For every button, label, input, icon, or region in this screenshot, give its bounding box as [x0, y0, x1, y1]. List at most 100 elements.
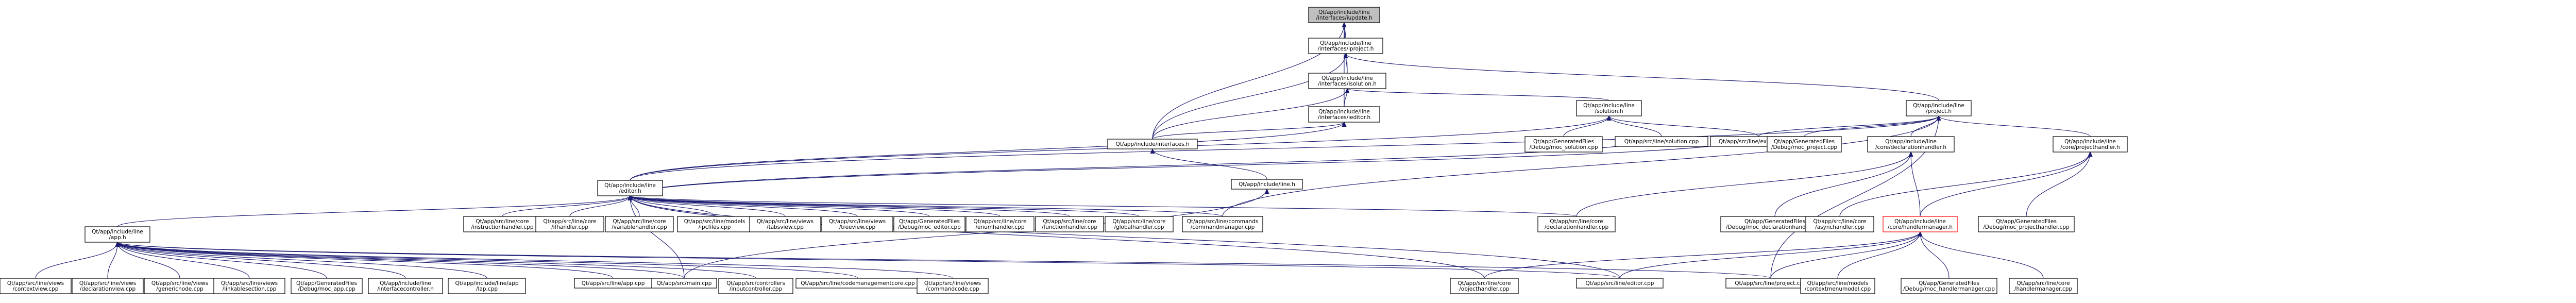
node-label-line: /contextmenumodel.cpp: [1805, 286, 1871, 292]
graph-node-handlermanager-cpp[interactable]: Qt/app/src/line/core/handlermanager.cpp: [2009, 278, 2078, 294]
graph-node-codemanagement[interactable]: Qt/app/src/line/codemanagementcore.cpp: [795, 278, 920, 289]
node-label-line: Qt/app/src/line/core: [1550, 218, 1603, 225]
graph-node-lap-h[interactable]: Qt/app/include/line/app/lap.cpp: [448, 278, 526, 294]
graph-node-cmdmanager[interactable]: Qt/app/src/line/commands/commandmanager.…: [1182, 216, 1263, 232]
graph-node-commandcode[interactable]: Qt/app/src/line/views/commandcode.cpp: [917, 278, 989, 294]
graph-node-app-cpp[interactable]: Qt/app/src/line/app.cpp: [574, 278, 652, 289]
graph-node-tabsview[interactable]: Qt/app/src/line/views/tabsview.cpp: [749, 216, 821, 232]
graph-node-genericnode[interactable]: Qt/app/src/line/views/genericnode.cpp: [144, 278, 216, 294]
graph-node-app-h[interactable]: Qt/app/include/line/app.h: [84, 226, 150, 243]
graph-node-ifacecontroller[interactable]: Qt/app/include/line/interfacecontroller.…: [368, 278, 443, 294]
node-label-line: Qt/app/src/line/solution.cpp: [1624, 139, 1699, 145]
node-label-line: /Debug/moc_app.cpp: [298, 286, 355, 292]
graph-node-editor-cpp[interactable]: Qt/app/src/line/editor.cpp: [1576, 278, 1664, 289]
graph-node-declhandler-cpp[interactable]: Qt/app/src/line/core/declarationhandler.…: [1537, 216, 1616, 232]
node-box: [1576, 100, 1642, 116]
node-label-line: Qt/app/src/line/views: [151, 280, 208, 287]
node-box: [821, 216, 893, 232]
node-box: [144, 278, 216, 294]
graph-node-treeview[interactable]: Qt/app/src/line/views/treeview.cpp: [821, 216, 893, 232]
node-label-line: /interfaces/ieditor.h: [1318, 114, 1370, 121]
graph-node-ipcfiles[interactable]: Qt/app/src/line/models/ipcfiles.cpp: [677, 216, 752, 232]
dependency-edge: [35, 242, 117, 279]
graph-node-structhandler[interactable]: Qt/app/src/line/core/instructionhandler.…: [463, 216, 541, 232]
graph-node-main-cpp[interactable]: Qt/app/src/main.cpp: [651, 278, 717, 289]
node-label-line: /interfaces/isolution.h: [1318, 81, 1377, 87]
dependency-edge: [117, 196, 630, 227]
graph-node-handlermanager-h[interactable]: Qt/app/include/line/core/handlermanager.…: [1883, 216, 1958, 232]
graph-node-project-cpp[interactable]: Qt/app/src/line/project.cpp: [1725, 278, 1816, 289]
dependency-edge: [630, 196, 858, 217]
graph-node-linkablesection[interactable]: Qt/app/src/line/views/linkablesection.cp…: [213, 278, 285, 294]
graph-node-iproject-h[interactable]: Qt/app/include/line/interfaces/iproject.…: [1308, 38, 1383, 54]
edge-layer: [35, 23, 2090, 279]
node-label-line: Qt/app/GeneratedFiles: [296, 280, 357, 287]
dependency-edge: [1920, 232, 2044, 279]
graph-node-contextview[interactable]: Qt/app/src/line/views/contextview.cpp: [0, 278, 72, 294]
graph-node-globalhandler[interactable]: Qt/app/src/line/core/globalhandler.cpp: [1105, 216, 1174, 232]
node-label-line: /variablehandler.cpp: [612, 224, 667, 230]
node-box: [1524, 136, 1603, 153]
dependency-edge: [1484, 232, 1920, 279]
graph-node-line-h[interactable]: Qt/app/include/line.h: [1231, 179, 1303, 190]
dependency-edge: [1222, 116, 1939, 217]
graph-node-editor-h[interactable]: Qt/app/include/line/editor.h: [597, 180, 663, 196]
graph-node-isolution-h[interactable]: Qt/app/include/line/interfaces/isolution…: [1308, 73, 1386, 89]
node-label-line: Qt/app/src/line/core: [543, 218, 596, 225]
dependency-edge: [630, 196, 1223, 217]
node-box: [1450, 278, 1519, 294]
node-box: [1805, 216, 1874, 232]
node-box: [463, 216, 541, 232]
dependency-edge: [1609, 116, 1662, 137]
graph-node-varhandler[interactable]: Qt/app/src/line/core/variablehandler.cpp: [605, 216, 674, 232]
graph-node-iface-h[interactable]: Qt/app/include/line/interfaces/iupdate.h: [1308, 7, 1380, 23]
graph-node-moc-project[interactable]: Qt/app/GeneratedFiles/Debug/moc_project.…: [1767, 136, 1842, 153]
node-box: [1883, 216, 1958, 232]
dependency-edge: [630, 196, 685, 279]
node-label-line: Qt/app/include/line: [1894, 218, 1946, 225]
graph-node-moc-solution[interactable]: Qt/app/GeneratedFiles/Debug/moc_solution…: [1524, 136, 1603, 153]
node-label-line: /Debug/moc_handlermanager.cpp: [1903, 286, 1995, 292]
dependency-edge: [630, 196, 1001, 217]
node-label-line: Qt/app/src/line/core: [1813, 218, 1866, 225]
node-label-line: /contextview.cpp: [13, 286, 59, 292]
node-box: [965, 216, 1035, 232]
graph-node-project-h[interactable]: Qt/app/include/line/project.h: [1906, 100, 1972, 116]
graph-node-declaration-h[interactable]: Qt/app/include/line/core/declarationhand…: [1867, 136, 1955, 153]
graph-node-moc-projecthandler[interactable]: Qt/app/GeneratedFiles/Debug/moc_projecth…: [1978, 216, 2075, 232]
node-box: [597, 180, 663, 196]
graph-node-moc-app[interactable]: Qt/app/GeneratedFiles/Debug/moc_app.cpp: [291, 278, 363, 294]
graph-node-interfaces-h[interactable]: Qt/app/include/interfaces.h: [1107, 139, 1198, 149]
graph-node-ifhandler[interactable]: Qt/app/src/line/core/ifhandler.cpp: [535, 216, 604, 232]
graph-node-solution-cpp[interactable]: Qt/app/src/line/solution.cpp: [1615, 136, 1708, 147]
node-label-line: Qt/app/src/line/core: [476, 218, 529, 225]
graph-node-solution-h[interactable]: Qt/app/include/line/solution.h: [1576, 100, 1642, 116]
node-box: [1576, 278, 1664, 289]
graph-node-declarationview[interactable]: Qt/app/src/line/views/declarationview.cp…: [72, 278, 144, 294]
dependency-edge: [117, 242, 953, 279]
node-label-line: /instructionhandler.cpp: [471, 224, 533, 230]
node-box: [368, 278, 443, 294]
dependency-edge: [630, 122, 1344, 181]
dependency-edge: [630, 136, 1759, 196]
graph-node-moc-handlermanager[interactable]: Qt/app/GeneratedFiles/Debug/moc_handlerm…: [1901, 278, 1997, 294]
dependency-edge: [1920, 152, 2090, 217]
graph-node-projecthandler-h[interactable]: Qt/app/include/line/core/projecthandler.…: [2053, 136, 2128, 153]
graph-node-objecthandler[interactable]: Qt/app/src/line/core/objecthandler.cpp: [1450, 278, 1519, 294]
graph-node-ieditor-h[interactable]: Qt/app/include/line/interfaces/ieditor.h: [1308, 106, 1380, 123]
node-box: [1978, 216, 2075, 232]
graph-node-ctxmenumodel[interactable]: Qt/app/src/line/models/contextmenumodel.…: [1800, 278, 1875, 294]
node-label-line: /Debug/moc_solution.cpp: [1529, 144, 1598, 150]
graph-node-asynchandler[interactable]: Qt/app/src/line/core/asynchandler.cpp: [1805, 216, 1874, 232]
node-label-line: /Debug/moc_editor.cpp: [898, 224, 961, 230]
graph-node-funchandler[interactable]: Qt/app/src/line/core/functionhandler.cpp: [1035, 216, 1104, 232]
graph-node-enumhandler[interactable]: Qt/app/src/line/core/enumhandler.cpp: [965, 216, 1035, 232]
graph-node-inputcontroller[interactable]: Qt/app/src/controllers/inputcontroller.c…: [718, 278, 793, 294]
node-label-line: Qt/app/include/line: [604, 182, 656, 189]
node-label-line: Qt/app/src/line/core: [1458, 280, 1511, 287]
node-label-line: /core/declarationhandler.h: [1875, 144, 1946, 150]
node-label-line: Qt/app/src/line/core: [1112, 218, 1165, 225]
graph-node-moc-editor[interactable]: Qt/app/GeneratedFiles/Debug/moc_editor.c…: [893, 216, 965, 232]
dependency-edge: [630, 196, 1620, 279]
dependency-edge: [1911, 152, 1921, 217]
